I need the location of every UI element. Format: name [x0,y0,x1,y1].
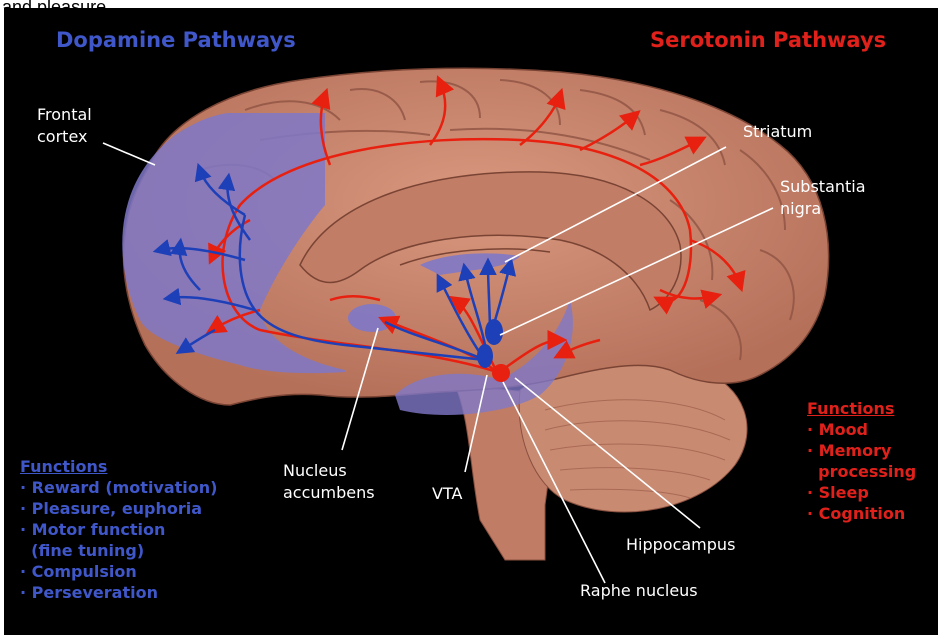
dopamine-functions-heading: Functions [20,456,217,477]
vta-nucleus [477,344,493,368]
dopamine-functions: Functions · Reward (motivation) · Pleasu… [20,456,217,603]
dopamine-function-item: · Pleasure, euphoria [20,498,217,519]
dopamine-function-item: · Reward (motivation) [20,477,217,498]
serotonin-function-item: processing [807,461,916,482]
raphe-nucleus-dot [492,364,510,382]
label-substantia-nigra: Substantia nigra [780,176,866,220]
serotonin-function-item: · Sleep [807,482,916,503]
serotonin-title: Serotonin Pathways [650,28,886,52]
serotonin-functions-heading: Functions [807,398,916,419]
label-nucleus-accumbens: Nucleus accumbens [283,460,375,504]
label-frontal-cortex: Frontal cortex [37,104,92,148]
label-striatum: Striatum [743,121,812,143]
dopamine-function-item: · Motor function [20,519,217,540]
serotonin-function-item: · Memory [807,440,916,461]
label-vta: VTA [432,483,462,505]
serotonin-function-item: · Cognition [807,503,916,524]
dopamine-function-item: · Perseveration [20,582,217,603]
label-hippocampus: Hippocampus [626,534,735,556]
serotonin-function-item: · Mood [807,419,916,440]
serotonin-functions: Functions · Mood · Memory processing · S… [807,398,916,524]
dopamine-title: Dopamine Pathways [56,28,296,52]
label-raphe-nucleus: Raphe nucleus [580,580,698,602]
nucleus-accumbens-region [348,304,396,332]
substantia-nigra-nucleus [485,319,503,345]
dopamine-function-item: (fine tuning) [20,540,217,561]
dopamine-function-item: · Compulsion [20,561,217,582]
